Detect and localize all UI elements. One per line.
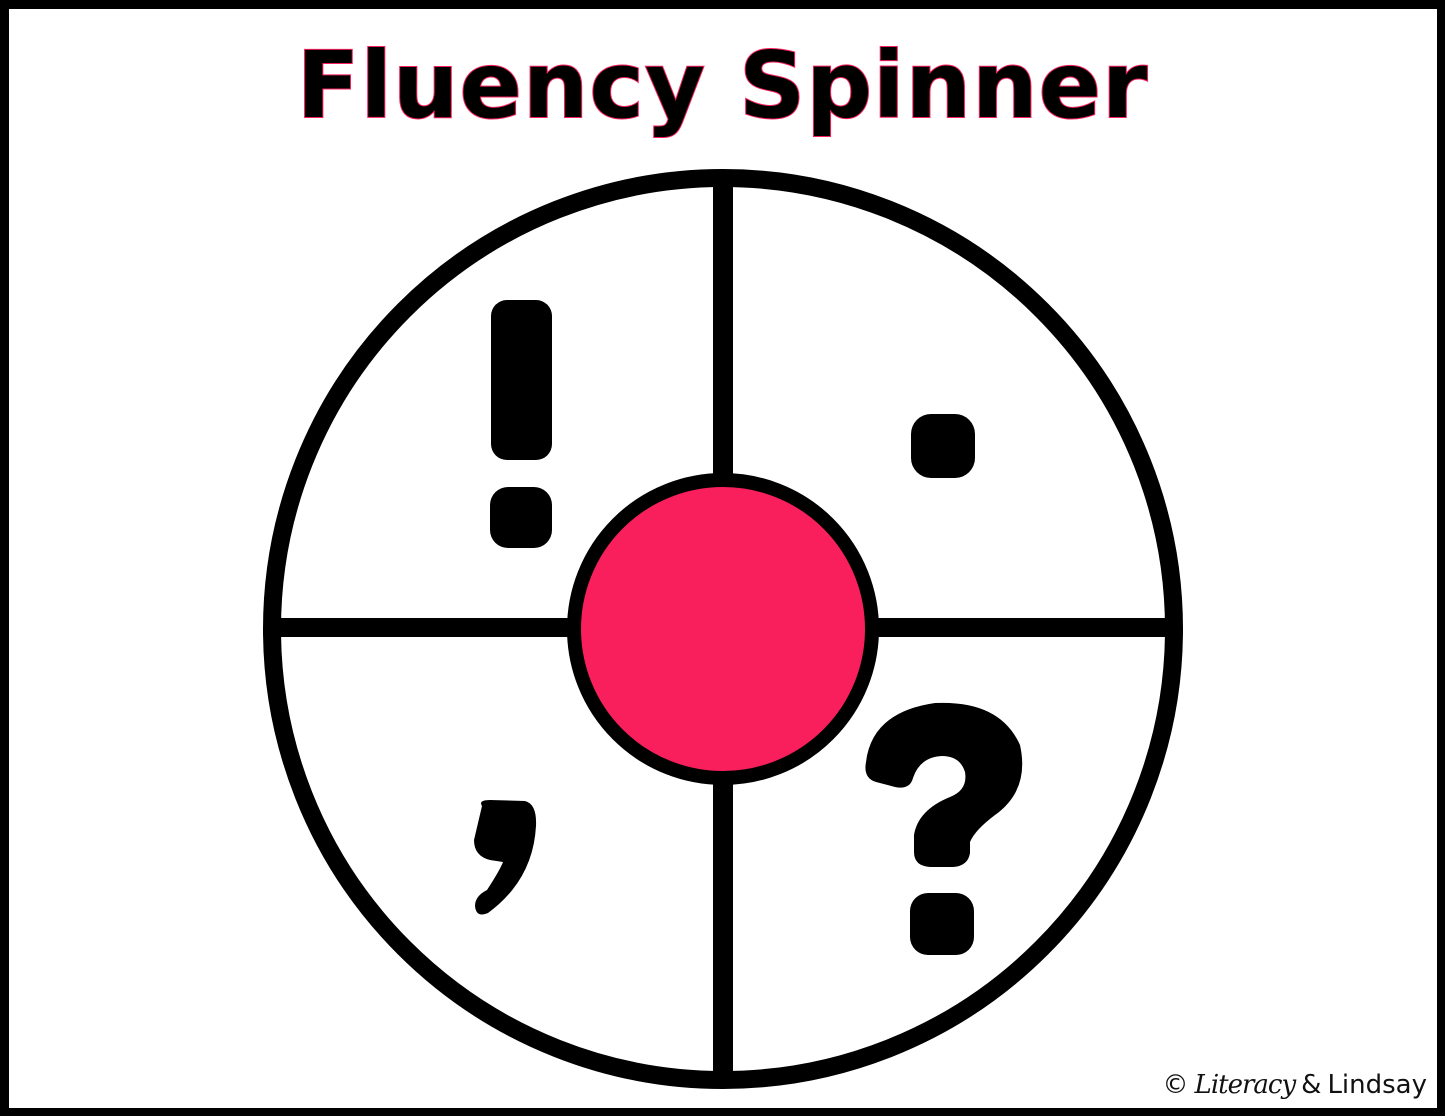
comma-icon	[474, 800, 537, 915]
copyright-icon: ©	[1162, 1070, 1189, 1100]
period-icon	[911, 414, 975, 478]
credit-ampersand: &	[1301, 1070, 1322, 1100]
page-title: Fluency Spinner	[296, 32, 1149, 139]
exclamation-mark-icon	[490, 300, 552, 548]
question-mark-icon	[865, 702, 1023, 955]
credit-script-text: Literacy	[1194, 1070, 1297, 1100]
credit-name: Lindsay	[1327, 1070, 1427, 1100]
center-hub-circle[interactable]	[567, 473, 879, 785]
copyright-credit: © Literacy & Lindsay	[1163, 1070, 1427, 1100]
